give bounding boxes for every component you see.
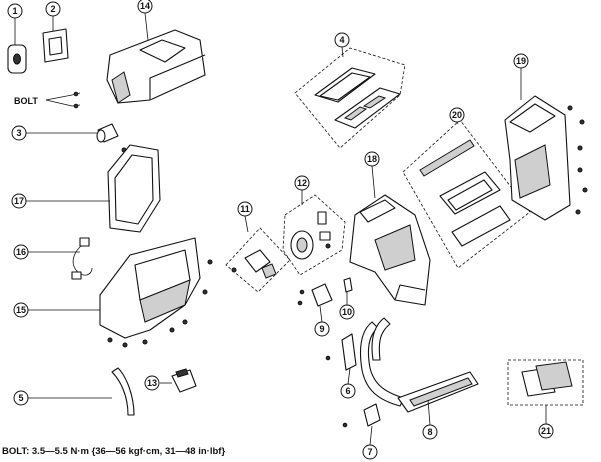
part-4-grilles	[294, 47, 406, 149]
svg-text:12: 12	[297, 178, 307, 188]
svg-text:8: 8	[427, 427, 432, 437]
callout-10: 10	[339, 304, 355, 320]
callout-18: 18	[364, 151, 380, 167]
leader-lines	[14, 12, 547, 446]
callout-19: 19	[513, 53, 529, 69]
part-17-filter	[107, 144, 161, 233]
callout-15: 15	[13, 302, 29, 318]
svg-text:11: 11	[240, 204, 250, 214]
part-11-motor-assembly	[225, 227, 291, 293]
callout-21: 21	[538, 423, 554, 439]
part-12-linkage	[282, 194, 346, 276]
part-21-insulation	[507, 359, 584, 406]
part-10-clip	[343, 277, 353, 293]
svg-text:14: 14	[140, 1, 150, 11]
svg-text:3: 3	[16, 128, 21, 138]
part-5-drain-hose	[111, 367, 135, 416]
callout-17: 17	[11, 193, 27, 209]
callout-1: 1	[7, 3, 23, 19]
callout-12: 12	[294, 175, 310, 191]
callout-13: 13	[144, 375, 160, 391]
part-7-clamp	[342, 403, 381, 428]
callout-20: 20	[449, 107, 465, 123]
svg-text:17: 17	[14, 196, 24, 206]
part-13-actuator	[171, 368, 197, 393]
callout-9: 9	[314, 321, 330, 337]
svg-text:4: 4	[339, 35, 344, 45]
callout-5: 5	[13, 390, 29, 406]
part-8-heater-core	[359, 317, 479, 413]
part-14-duct	[106, 29, 206, 104]
bolt-label: BOLT	[14, 96, 38, 106]
callout-3: 3	[11, 125, 27, 141]
svg-text:19: 19	[516, 56, 526, 66]
svg-text:7: 7	[367, 447, 372, 457]
svg-text:21: 21	[541, 426, 551, 436]
svg-text:10: 10	[342, 307, 352, 317]
callout-16: 16	[13, 244, 29, 260]
callout-7: 7	[362, 444, 378, 460]
svg-text:2: 2	[50, 4, 55, 14]
callout-8: 8	[422, 424, 438, 440]
part-9-servo	[297, 283, 333, 307]
part-16-harness	[71, 237, 93, 280]
callout-2: 2	[45, 1, 61, 17]
callout-4: 4	[334, 32, 350, 48]
callout-14: 14	[137, 0, 153, 14]
svg-text:18: 18	[367, 154, 377, 164]
svg-text:5: 5	[18, 393, 23, 403]
part-19-evaporator-case	[504, 95, 588, 221]
svg-text:16: 16	[16, 247, 26, 257]
part-1-grommet	[7, 44, 27, 74]
part-2-seal	[42, 28, 69, 63]
bolt-group: BOLT	[14, 91, 81, 109]
part-6-bracket	[325, 333, 357, 371]
torque-footnote: BOLT: 3.5—5.5 N·m {36—56 kgf·cm, 31—48 i…	[2, 446, 226, 457]
part-15-lower-case	[99, 237, 213, 348]
part-18-heater-unit	[349, 194, 431, 306]
svg-text:6: 6	[345, 386, 350, 396]
svg-text:20: 20	[452, 110, 462, 120]
svg-text:13: 13	[147, 378, 157, 388]
part-20-evaporator-parts	[402, 119, 531, 269]
svg-text:15: 15	[16, 305, 26, 315]
callout-6: 6	[340, 383, 356, 399]
svg-text:9: 9	[319, 324, 324, 334]
svg-text:1: 1	[12, 6, 17, 16]
callout-11: 11	[237, 201, 253, 217]
